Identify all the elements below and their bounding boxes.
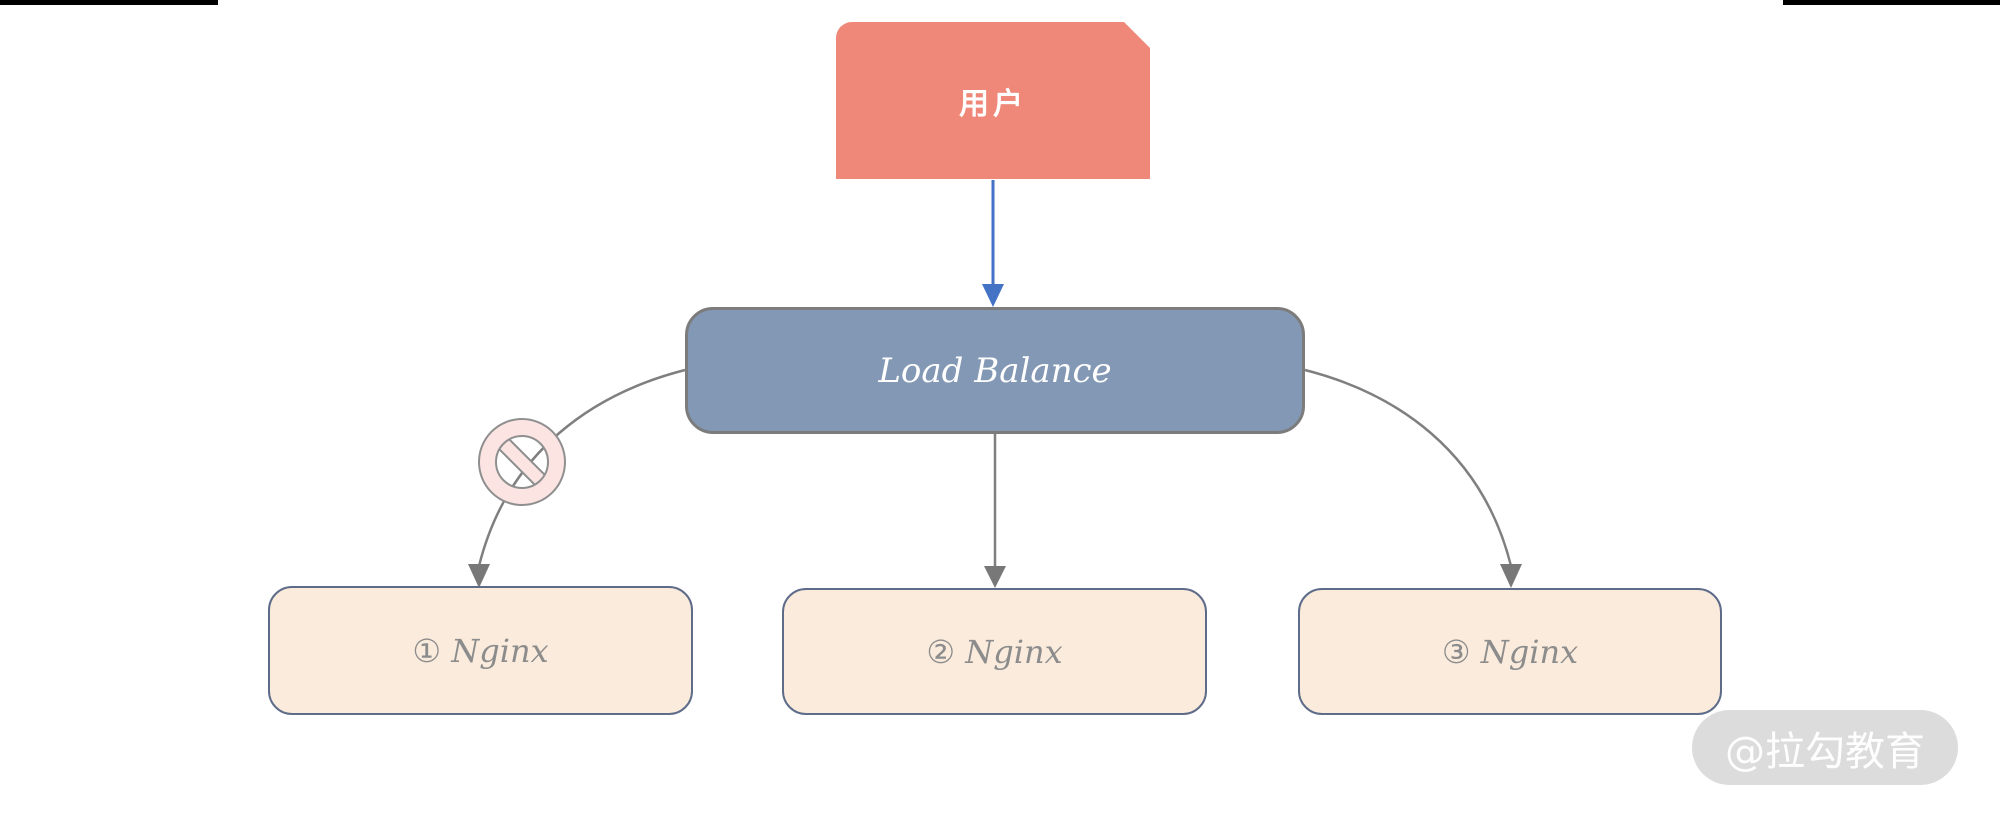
node-nginx-2: ② Nginx [782,588,1207,715]
node-user-label: 用户 [959,86,1027,122]
arrowhead-down-icon [1500,564,1522,588]
watermark-badge: @拉勾教育 [1692,710,1958,785]
watermark-label: @拉勾教育 [1725,728,1925,775]
arrowhead-down-icon [982,284,1004,307]
node-user: 用户 [836,22,1150,179]
node-load-balance: Load Balance [685,307,1305,434]
no-entry-icon [478,418,566,506]
arrow-balancer-to-nginx2 [984,434,1006,588]
node-load-balance-label: Load Balance [878,350,1112,391]
arrow-balancer-to-nginx1 [468,368,686,588]
node-nginx-3-label: ③ Nginx [1441,632,1579,671]
node-nginx-1-label: ① Nginx [412,631,549,670]
node-nginx-3: ③ Nginx [1298,588,1722,715]
top-right-bar [1783,0,2000,5]
node-nginx-1: ① Nginx [268,586,693,715]
arrowhead-down-icon [984,566,1006,588]
arrow-user-to-balancer [982,180,1004,307]
top-left-bar [0,0,218,5]
arrowhead-down-icon [468,564,490,588]
arrow-balancer-to-nginx3 [1304,368,1522,588]
node-nginx-2-label: ② Nginx [926,632,1063,671]
